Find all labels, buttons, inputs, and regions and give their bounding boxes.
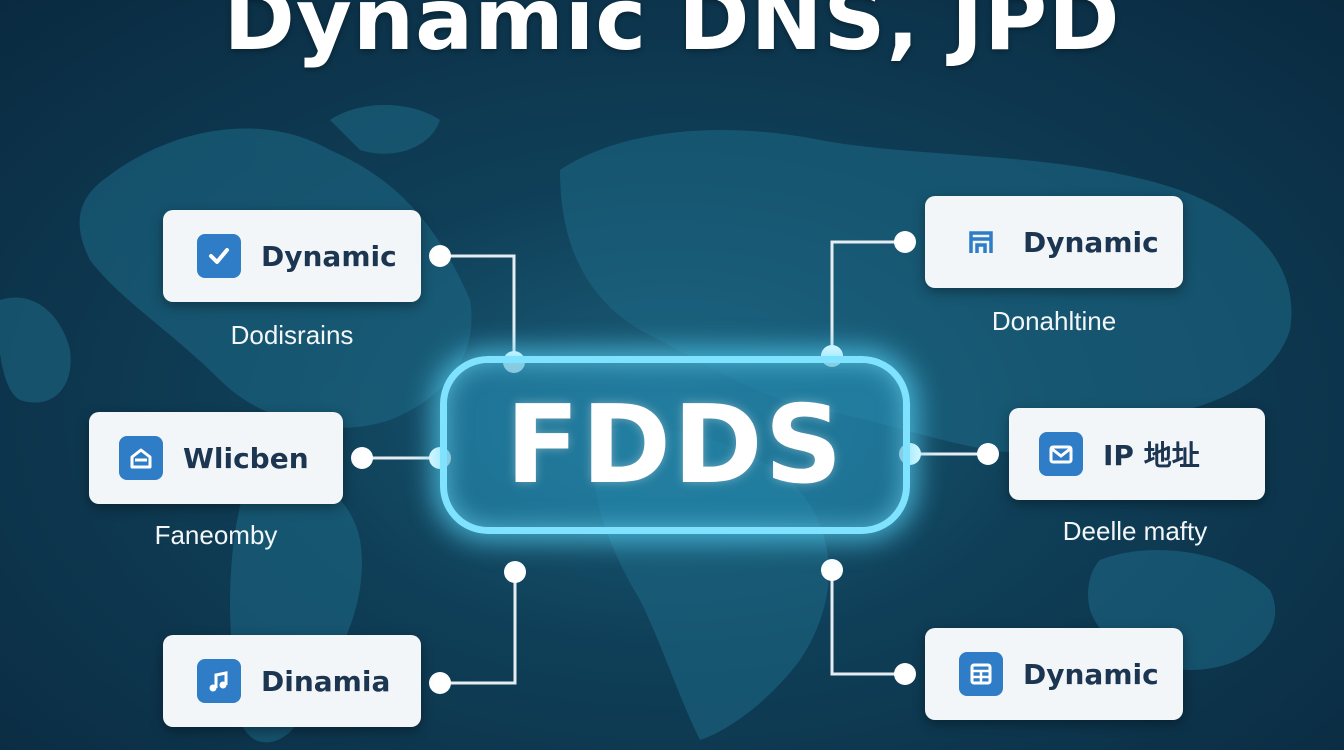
- home-icon: [119, 436, 163, 480]
- connector-dot: [351, 447, 373, 469]
- node-card-mid-right[interactable]: IP 地址: [1009, 408, 1265, 500]
- connector-bottom-left: [440, 572, 517, 685]
- page-title: Dynamic DNS, JPD: [223, 0, 1121, 70]
- hub-node[interactable]: FDDS: [440, 356, 910, 534]
- connector-dot: [821, 559, 843, 581]
- connector-dot: [894, 231, 916, 253]
- connector-bottom-right: [830, 570, 905, 676]
- node-label: Wlicben: [183, 441, 309, 475]
- node-card-top-right[interactable]: Dynamic: [925, 196, 1183, 288]
- node-card-bottom-right[interactable]: Dynamic: [925, 628, 1183, 720]
- connector-top-left: [440, 254, 516, 362]
- node-label: IP 地址: [1103, 439, 1200, 472]
- node-label: Dynamic: [1023, 225, 1159, 259]
- building-icon: [959, 220, 1003, 264]
- node-card-mid-left[interactable]: Wlicben: [89, 412, 343, 504]
- node-caption: Dodisrains: [230, 320, 354, 350]
- checkmark-icon: [197, 234, 241, 278]
- node-label: Dynamic: [261, 239, 397, 273]
- hub-label: FDDS: [505, 382, 845, 508]
- node-caption: Deelle mafty: [1062, 516, 1208, 546]
- node-card-top-left[interactable]: Dynamic: [163, 210, 421, 302]
- node-label: Dynamic: [1023, 657, 1159, 691]
- node-label: Dinamia: [261, 664, 391, 698]
- connector-dot: [429, 245, 451, 267]
- node-caption: Donahltine: [991, 306, 1117, 336]
- mail-icon: [1039, 432, 1083, 476]
- connector-dot: [429, 672, 451, 694]
- connector-dot: [504, 561, 526, 583]
- music-note-icon: [197, 659, 241, 703]
- connector-dot: [977, 443, 999, 465]
- node-caption: Faneomby: [154, 520, 278, 550]
- connector-top-right: [830, 240, 905, 356]
- calendar-icon: [959, 652, 1003, 696]
- node-card-bottom-left[interactable]: Dinamia: [163, 635, 421, 727]
- connector-dot: [894, 663, 916, 685]
